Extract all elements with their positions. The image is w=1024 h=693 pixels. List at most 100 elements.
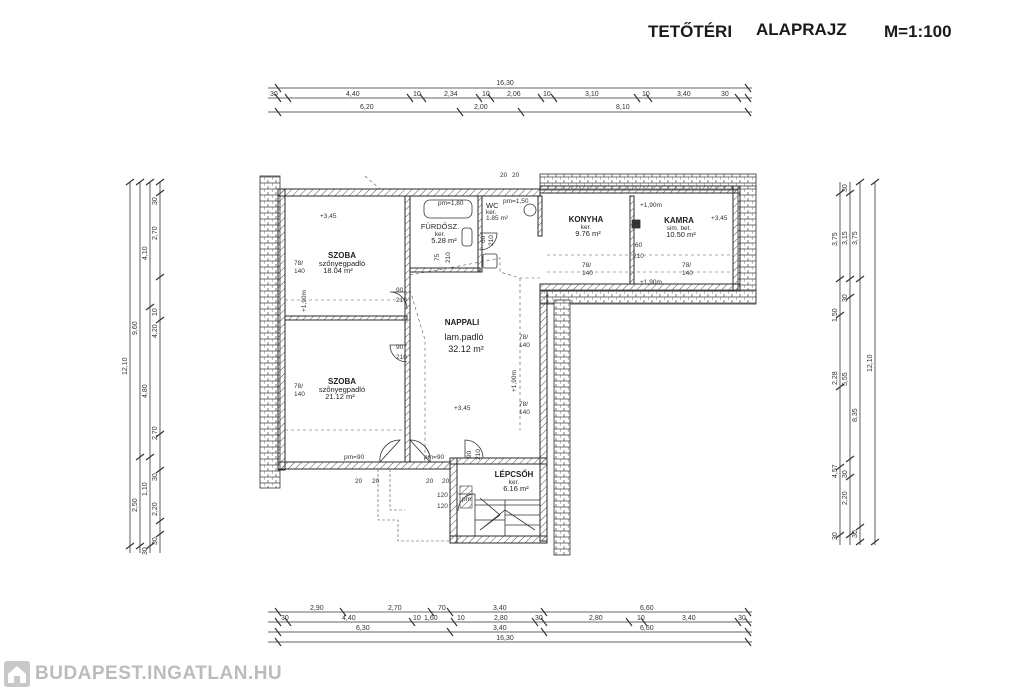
dim-bottom: 10	[457, 615, 465, 622]
room-floor: ker.	[509, 479, 520, 486]
dim-bottom: 6,60	[640, 605, 654, 612]
level-mark: +3,45	[320, 213, 337, 220]
room-kamra: KAMRA sim. bet. 10.50 m²	[664, 216, 696, 239]
dim-bottom: 2,70	[388, 605, 402, 612]
room-konyha: KONYHA ker. 9.76 m²	[569, 215, 604, 238]
dim-left: 12,10	[122, 357, 129, 375]
window-size: 140	[582, 270, 593, 277]
room-name: NAPPALI	[445, 318, 480, 327]
dim-top: 10	[642, 91, 650, 98]
dim-bottom: 6,60	[640, 625, 654, 632]
door-size: 210	[633, 253, 644, 260]
room-name: KONYHA	[569, 215, 604, 224]
window-size: 140	[519, 342, 530, 349]
dim-bottom: 3,40	[493, 625, 507, 632]
room-floor: sim. bet.	[667, 225, 692, 232]
dim-bottom: 70	[438, 605, 446, 612]
dim-top: 2,00	[474, 104, 488, 111]
dim-left: 9,60	[132, 321, 139, 335]
dim-top: 30	[270, 91, 278, 98]
dim-right: 3,15	[842, 231, 849, 245]
room-floor: szőnyegpadló	[319, 259, 365, 268]
height-mark: +1,90m	[511, 370, 518, 392]
room-name: FÜRDŐSZ.	[421, 222, 459, 231]
top-dim-texts: 16,30 30 4,40 10 2,34 10 2,06 10 3,10 10…	[270, 80, 729, 111]
dim-bottom: 2,80	[589, 615, 603, 622]
parapet-mark: pm=90	[344, 454, 364, 461]
level-mark: +3,45	[711, 215, 728, 222]
dim-right: 30	[842, 294, 849, 302]
dim-top: 10	[482, 91, 490, 98]
dim-right: 30	[842, 184, 849, 192]
window-size: 78/	[582, 262, 591, 269]
room-name: WC	[486, 201, 499, 210]
dim-bottom: 4,40	[342, 615, 356, 622]
door-size: 60	[480, 235, 487, 243]
small-dim: 20	[426, 478, 434, 485]
small-dim: 20	[442, 478, 450, 485]
window-size: 78/	[519, 334, 528, 341]
window-size: 78/	[682, 262, 691, 269]
roof-ridge-lines	[285, 175, 733, 460]
room-lepcso: LÉPCSŐH ker. 6.16 m²	[495, 470, 534, 493]
dim-right: 30	[832, 532, 839, 540]
door-size: 210	[475, 449, 482, 460]
bottom-dimension-chain	[268, 607, 752, 647]
room-floor: ker.	[486, 209, 497, 216]
dim-top: 30	[721, 91, 729, 98]
dim-top: 8,10	[616, 104, 630, 111]
dim-top: 10	[543, 91, 551, 98]
dim-bottom: 3,40	[682, 615, 696, 622]
door-size: 90	[466, 450, 473, 458]
room-area: 9.76 m²	[575, 229, 601, 238]
dim-right: 30	[852, 530, 859, 538]
parapet-mark: pm=90	[424, 454, 444, 461]
room-area: 32.12 m²	[448, 344, 484, 354]
step-size: 120	[437, 503, 448, 510]
dim-bottom: 30	[281, 615, 289, 622]
annotations: +3,45 +3,45 +3,45 +1,90m +1,90m +1,90m +…	[294, 172, 728, 510]
room-floor: ker.	[581, 224, 592, 231]
dim-bottom: 1,60	[424, 615, 438, 622]
door-size: 210	[396, 297, 407, 304]
dim-right: 2,20	[842, 491, 849, 505]
dim-left: 30	[142, 547, 149, 555]
dim-top: 2,06	[507, 91, 521, 98]
right-dimension-chain	[835, 178, 880, 546]
dim-left: 1,10	[142, 482, 149, 496]
dim-top-total: 16,30	[496, 80, 514, 87]
small-dim: 20	[355, 478, 363, 485]
window-size: 140	[682, 270, 693, 277]
room-name: SZOBA	[328, 377, 356, 386]
dim-bottom: 30	[535, 615, 543, 622]
door-size: 60	[635, 242, 643, 249]
room-name: SZOBA	[328, 251, 356, 260]
dim-top: 3,40	[677, 91, 691, 98]
small-dim: 20	[512, 172, 520, 179]
left-dimension-chain	[125, 178, 165, 553]
dim-right: 3,75	[832, 232, 839, 246]
room-floor: szőnyegpadló	[319, 385, 365, 394]
dim-left: 30	[152, 473, 159, 481]
dim-bottom: 10	[637, 615, 645, 622]
window-size: 140	[519, 409, 530, 416]
room-area: 6.16 m²	[503, 484, 529, 493]
roof-edge-hatching	[259, 173, 757, 556]
height-mark: +1,90m	[640, 279, 662, 286]
height-mark: +1,90m	[301, 290, 308, 312]
dim-left: 2,20	[152, 502, 159, 516]
staircase	[474, 494, 540, 536]
window-size: 140	[294, 391, 305, 398]
step-size: 120	[437, 492, 448, 499]
house-icon	[4, 661, 30, 687]
title-part2: ALAPRAJZ	[756, 20, 847, 39]
dim-right: 4,57	[832, 464, 839, 478]
dim-bottom-total: 16,30	[496, 635, 514, 642]
dim-left: 2,50	[132, 498, 139, 512]
small-dim: 20	[500, 172, 508, 179]
room-area: 5.28 m²	[431, 236, 457, 245]
top-dimension-chain	[268, 83, 752, 117]
dim-right: 30	[842, 470, 849, 478]
door-size: 90	[396, 344, 404, 351]
